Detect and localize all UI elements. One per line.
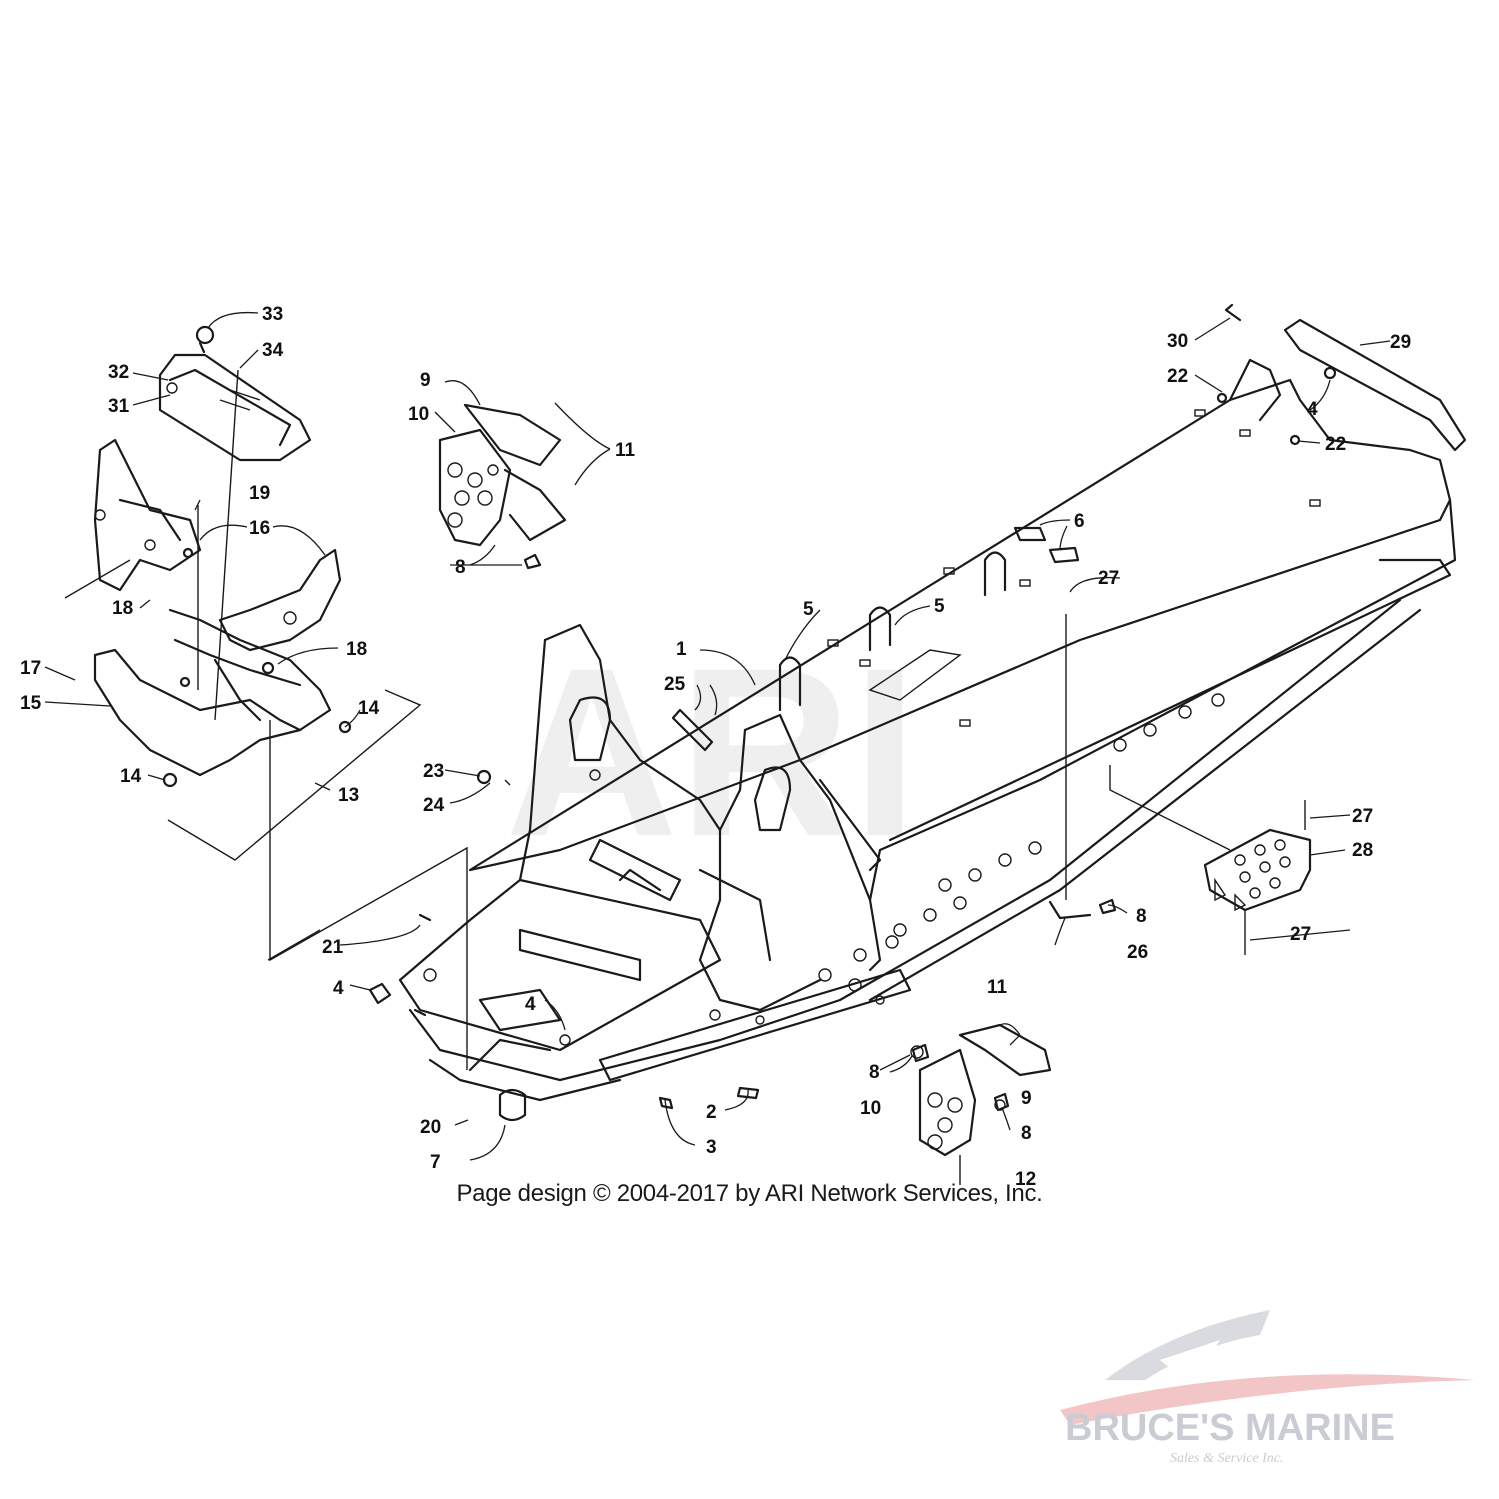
- swoosh-mark: [1060, 1374, 1475, 1425]
- rear-bumper: [1283, 318, 1467, 452]
- callout-9: 9: [1021, 1088, 1032, 1109]
- callout-22: 22: [1325, 434, 1346, 455]
- callout-30: 30: [1167, 331, 1188, 352]
- callout-25: 25: [664, 674, 686, 695]
- callout-20: 20: [420, 1117, 441, 1138]
- callout-4: 4: [1307, 399, 1318, 420]
- logo-tagline: Sales & Service Inc.: [1170, 1451, 1284, 1466]
- hardware: [162, 303, 1337, 1122]
- boat-hull-mark: [1105, 1310, 1270, 1380]
- callout-19: 19: [249, 483, 270, 504]
- callout-4: 4: [333, 978, 344, 999]
- callout-2: 2: [706, 1102, 717, 1123]
- callout-22: 22: [1167, 366, 1188, 387]
- copyright-notice: Page design © 2004-2017 by ARI Network S…: [456, 1180, 1043, 1207]
- callout-28: 28: [1352, 840, 1373, 861]
- callout-5: 5: [934, 596, 945, 617]
- callout-5: 5: [803, 599, 814, 620]
- leader-lines: [44, 311, 1391, 1161]
- callout-27: 27: [1098, 568, 1119, 589]
- callout-8: 8: [1021, 1123, 1032, 1144]
- skid-plate-top: [438, 403, 567, 547]
- callout-26: 26: [1127, 942, 1148, 963]
- callout-8: 8: [455, 557, 466, 578]
- callout-8: 8: [1136, 906, 1147, 927]
- callout-numbers: 1 2 3 4 4 4 5 5 6 7 8 8 8 8 8 9 9 10 10 …: [20, 304, 1411, 1190]
- step-plate: [1203, 828, 1312, 912]
- callout-7: 7: [430, 1152, 441, 1173]
- callout-24: 24: [423, 795, 445, 816]
- callout-32: 32: [108, 362, 129, 383]
- callout-8: 8: [869, 1062, 880, 1083]
- storage-tray: [158, 325, 312, 462]
- callout-10: 10: [860, 1098, 881, 1119]
- callout-15: 15: [20, 693, 42, 714]
- bruces-marine-logo: BRUCE'S MARINE Sales & Service Inc.: [1060, 1310, 1475, 1466]
- callout-18: 18: [112, 598, 133, 619]
- callout-29: 29: [1390, 332, 1411, 353]
- assembly-lines: [64, 369, 1306, 1185]
- callout-17: 17: [20, 658, 41, 679]
- callout-23: 23: [423, 761, 444, 782]
- callout-10: 10: [408, 404, 429, 425]
- callout-14: 14: [358, 698, 380, 719]
- callout-16: 16: [249, 518, 270, 539]
- callout-27: 27: [1290, 924, 1311, 945]
- callout-14: 14: [120, 766, 142, 787]
- callout-34: 34: [262, 340, 284, 361]
- callout-33: 33: [262, 304, 283, 325]
- callout-3: 3: [706, 1137, 717, 1158]
- callout-13: 13: [338, 785, 359, 806]
- footrest-assembly: [93, 438, 342, 777]
- callout-18: 18: [346, 639, 367, 660]
- callout-21: 21: [322, 937, 344, 958]
- callout-9: 9: [420, 370, 431, 391]
- front-bulkhead: [398, 623, 912, 1102]
- logo-name: BRUCE'S MARINE: [1065, 1407, 1395, 1449]
- callout-4: 4: [525, 994, 536, 1015]
- callout-11: 11: [987, 977, 1008, 998]
- callout-31: 31: [108, 396, 130, 417]
- callout-27: 27: [1352, 806, 1373, 827]
- callout-6: 6: [1074, 511, 1085, 532]
- boat-cabin-mark: [1160, 1340, 1220, 1368]
- callout-11: 11: [615, 440, 636, 461]
- callout-12: 12: [1015, 1169, 1036, 1190]
- ari-watermark: ARI: [505, 618, 918, 886]
- tie-downs: [778, 551, 1007, 712]
- callout-1: 1: [676, 639, 687, 660]
